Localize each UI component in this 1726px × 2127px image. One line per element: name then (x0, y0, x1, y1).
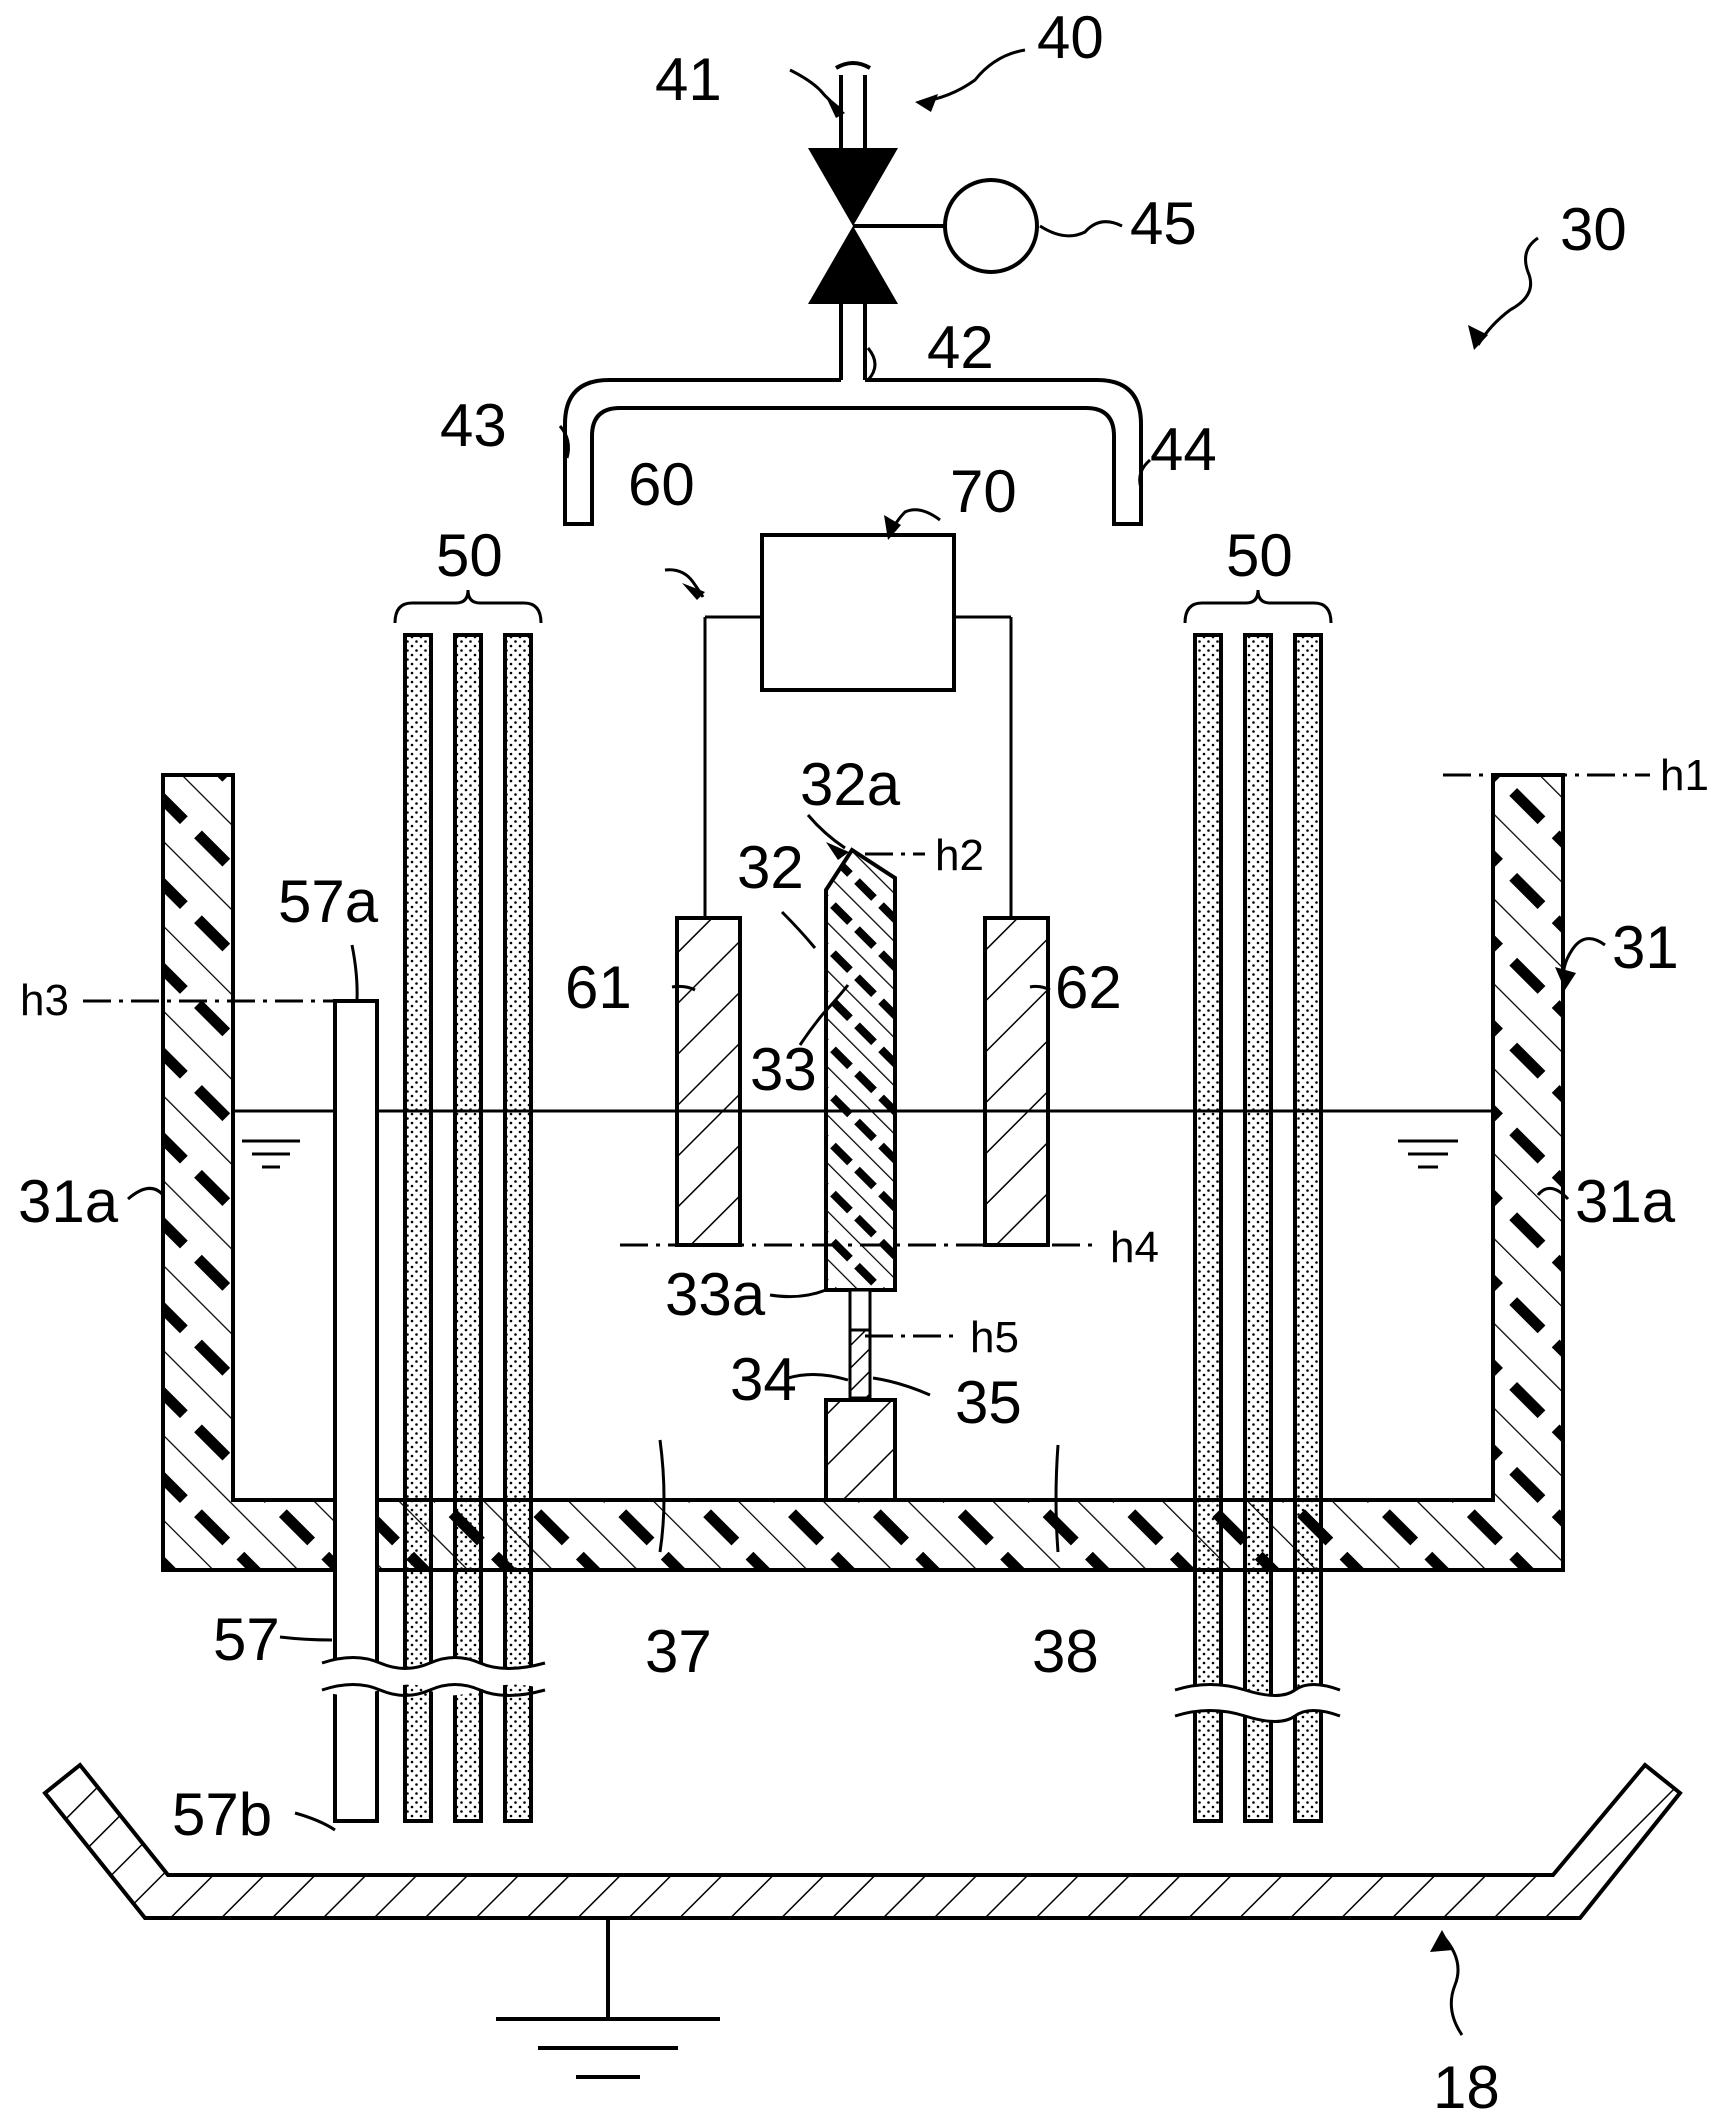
label-57: 57 (213, 1606, 280, 1673)
valve-symbol (808, 148, 1039, 304)
label-41: 41 (655, 46, 722, 113)
label-50-right: 50 (1226, 522, 1293, 589)
label-43: 43 (440, 392, 507, 459)
ground-symbol (496, 1918, 720, 2079)
gas-outlet-pipe (563, 61, 1143, 526)
reference-lines (83, 773, 1650, 1338)
electrode-62 (983, 916, 1050, 1247)
power-supply-70 (760, 533, 956, 692)
partition-base (824, 1398, 897, 1502)
drain-pipe-57 (333, 999, 379, 1823)
label-32a: 32a (800, 751, 901, 818)
label-50-left: 50 (436, 522, 503, 589)
label-h2: h2 (935, 831, 984, 880)
power-circuit (703, 533, 1013, 918)
label-h1: h1 (1660, 751, 1709, 800)
label-45: 45 (1130, 190, 1197, 257)
text-labels: 40 41 45 30 42 43 44 60 70 50 50 h1 32a … (18, 4, 1709, 2121)
label-33: 33 (750, 1036, 817, 1103)
fuse-35 (848, 1328, 872, 1400)
label-38: 38 (1032, 1618, 1099, 1685)
conductive-rods-left (403, 633, 533, 1823)
label-62: 62 (1055, 954, 1122, 1021)
label-31: 31 (1612, 914, 1679, 981)
break-mark-right (1174, 1683, 1341, 1723)
partition-body-33 (824, 847, 897, 1292)
label-37: 37 (645, 1618, 712, 1685)
label-h3: h3 (20, 976, 69, 1025)
brace-50-left (393, 589, 543, 624)
label-61: 61 (565, 954, 632, 1021)
electrode-61 (675, 916, 742, 1247)
label-57b: 57b (172, 1781, 272, 1848)
label-57a: 57a (278, 868, 379, 935)
label-42: 42 (927, 314, 994, 381)
break-mark-left (321, 1656, 546, 1697)
label-31a-right: 31a (1575, 1168, 1676, 1235)
leader-lines (127, 48, 1606, 2036)
drip-tray-18 (42, 1762, 1683, 1920)
brace-50-right (1183, 589, 1333, 624)
label-31a-left: 31a (18, 1168, 119, 1235)
conductive-rods-right (1193, 633, 1323, 1823)
label-44: 44 (1150, 416, 1217, 483)
label-33a: 33a (665, 1261, 766, 1328)
label-60: 60 (628, 451, 695, 518)
label-34: 34 (730, 1346, 797, 1413)
arrowheads (682, 94, 1576, 1952)
label-70: 70 (950, 458, 1017, 525)
label-32: 32 (737, 834, 804, 901)
valve-actuator-45 (943, 178, 1039, 274)
label-40: 40 (1037, 4, 1104, 71)
label-h4: h4 (1110, 1223, 1159, 1272)
partition-member-32 (824, 847, 897, 1502)
label-18: 18 (1433, 2054, 1500, 2121)
label-h5: h5 (970, 1313, 1019, 1362)
label-35: 35 (955, 1369, 1022, 1436)
label-30: 30 (1560, 196, 1627, 263)
